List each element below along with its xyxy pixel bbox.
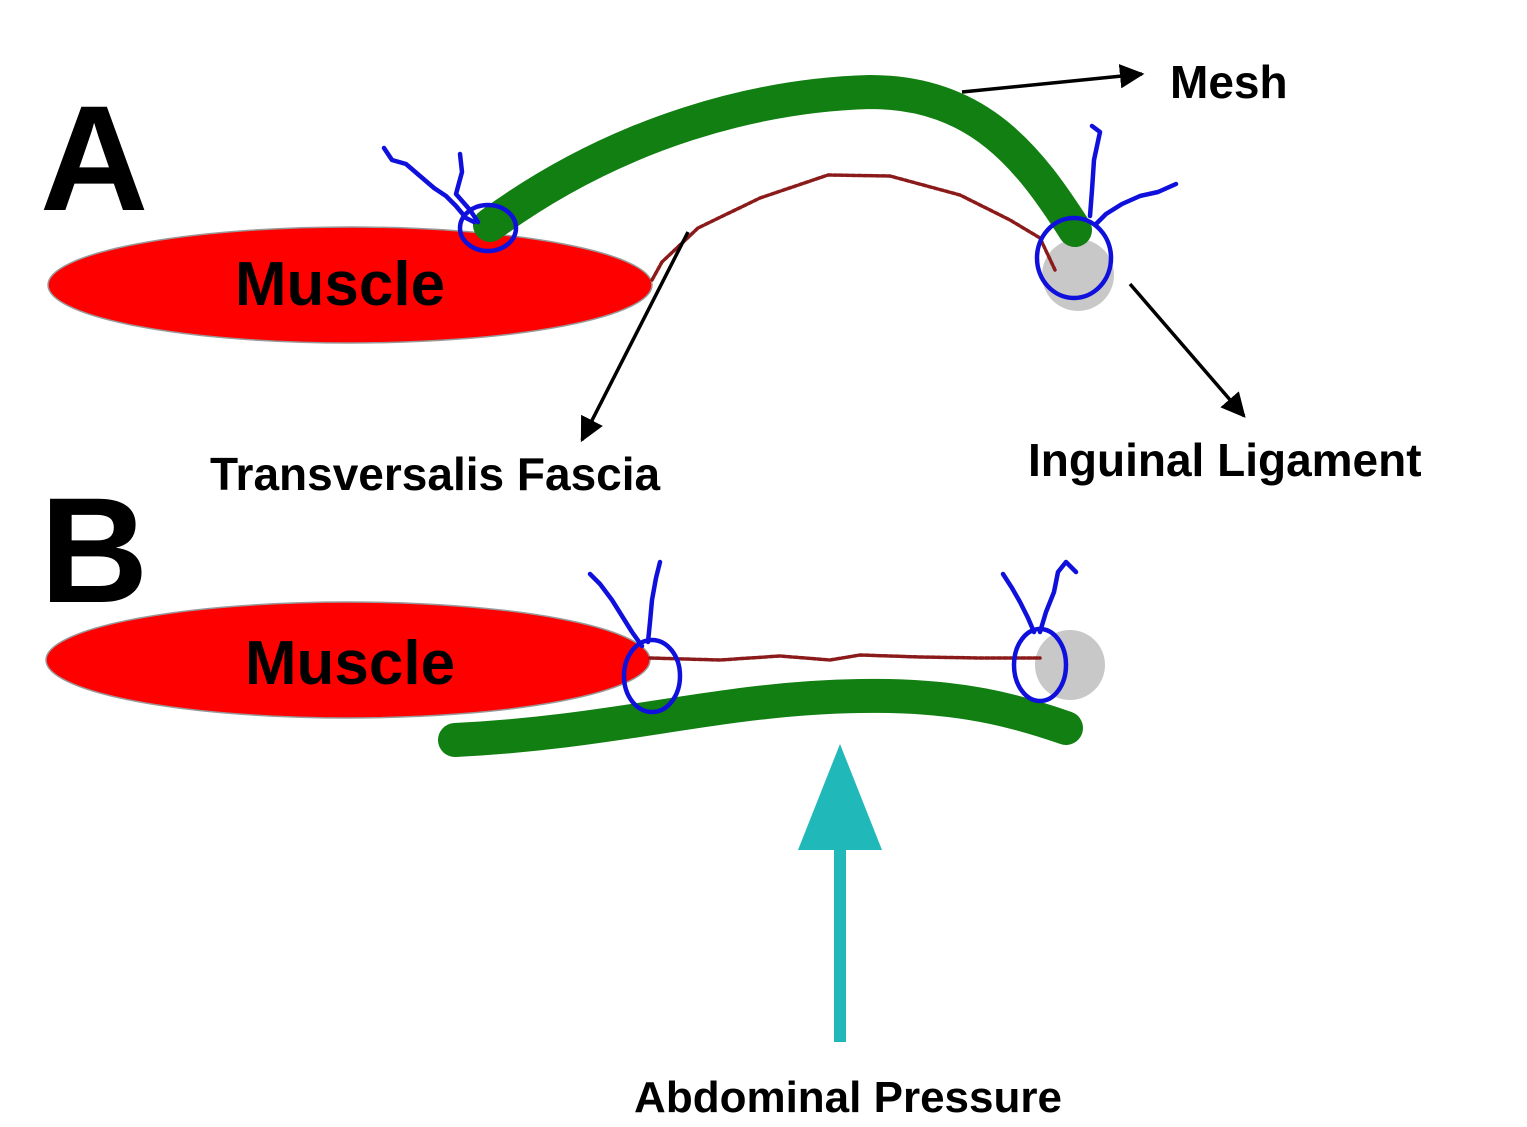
transversalis-fascia-b [650,655,1040,660]
mesh-label: Mesh [1170,56,1288,108]
muscle-a-label: Muscle [235,250,445,319]
ligament-arrow [1130,284,1244,416]
transversalis-fascia-a [652,175,1055,280]
panel-b: B Muscle Abdominal Pressure [40,466,1105,1122]
panel-b-label: B [40,466,148,634]
inguinal-ligament-a [1042,239,1114,311]
abdominal-pressure-arrow [798,744,882,1042]
panel-a-label: A [40,74,148,242]
panel-a: A Muscle Mesh Transversalis Fascia Ingui… [40,56,1422,500]
inguinal-ligament-b [1035,630,1105,700]
abdominal-pressure-label: Abdominal Pressure [634,1073,1062,1122]
fascia-label: Transversalis Fascia [210,448,661,500]
muscle-b-label: Muscle [245,629,455,698]
mesh-arrow [962,74,1142,92]
ligament-label: Inguinal Ligament [1028,434,1422,486]
